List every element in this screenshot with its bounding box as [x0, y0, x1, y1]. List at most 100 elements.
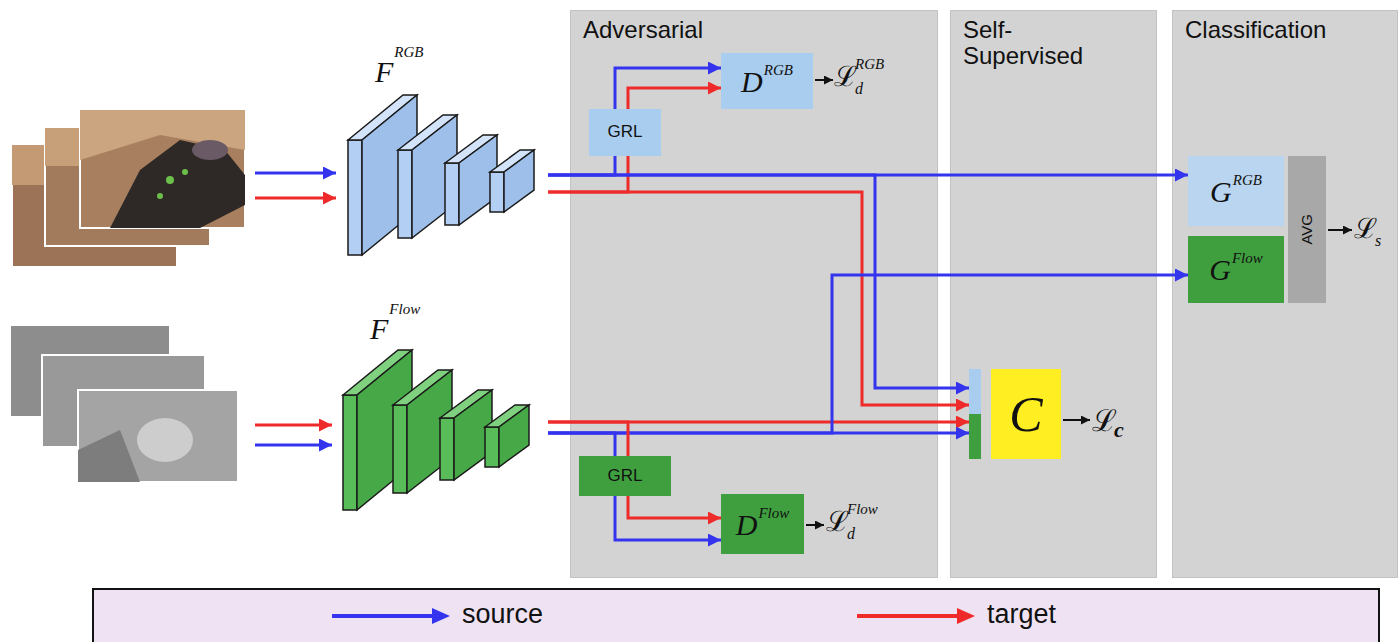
rgb-encoder: FRGB	[345, 55, 548, 260]
rgb-frame-detail	[166, 176, 174, 184]
legend-arrow-line	[857, 614, 961, 618]
rgb-frame-detail	[192, 140, 228, 160]
flow-encoder: FFlow	[340, 312, 548, 520]
cnn-block	[398, 150, 412, 238]
superscript-label: Flow	[1232, 250, 1263, 267]
target-connector	[628, 496, 721, 518]
superscript-label: Flow	[389, 301, 420, 318]
flow-frame	[78, 390, 238, 482]
loss-arrow	[1063, 419, 1090, 421]
legend-arrow-head	[432, 608, 450, 624]
label-holder: Flow	[847, 500, 878, 518]
flow-frame-detail	[137, 418, 193, 462]
loss-subscript: d	[847, 525, 855, 543]
label-holder: d	[847, 525, 855, 543]
label-holder: ℒ	[826, 507, 849, 538]
flow-frame-detail	[78, 430, 140, 482]
classifier-box: C	[969, 369, 1061, 459]
node-label: G	[1209, 253, 1231, 286]
legend-arrow-head	[957, 608, 975, 624]
cnn-block	[485, 427, 499, 467]
target-connector	[548, 192, 969, 405]
legend-arrow	[332, 606, 452, 626]
edge-layer	[548, 68, 1188, 540]
node-label: F	[375, 55, 393, 88]
source-connector	[615, 68, 721, 109]
cnn-block	[348, 140, 362, 255]
node-label: G	[1210, 175, 1232, 208]
label-holder: ℒ	[834, 62, 857, 93]
cnn-block	[393, 405, 407, 493]
legend-arrow	[857, 606, 977, 626]
panel-title: Adversarial	[583, 17, 703, 43]
grl-box: GRL	[579, 456, 671, 496]
node-label: AVG	[1299, 214, 1316, 245]
cnn-block	[357, 350, 412, 510]
node-label: GRL	[608, 123, 643, 142]
superscript-label: RGB	[764, 62, 793, 79]
rgb-frame-detail	[157, 193, 163, 199]
loss-symbol: ℒ	[826, 507, 849, 538]
cnn-block	[504, 150, 534, 212]
classification-panel: ClassificationGRGBGFlowAVG	[1172, 10, 1398, 578]
loss-superscript: Flow	[847, 501, 878, 518]
flow-encoder-blocks	[343, 350, 529, 510]
superscript-label: RGB	[394, 44, 423, 61]
node-label: D	[736, 508, 758, 541]
cnn-block	[490, 172, 504, 212]
node-label: F	[370, 312, 388, 345]
label-holder: RGB	[855, 55, 884, 73]
rgb-frame	[80, 110, 245, 228]
loss-subscript: s	[1375, 232, 1381, 250]
loss-symbol: ℒ	[1092, 404, 1117, 437]
node-label: D	[741, 65, 763, 98]
source-connector	[548, 433, 615, 456]
source-connector	[548, 156, 615, 175]
loss-arrow	[806, 524, 824, 526]
cnn-block	[343, 395, 357, 510]
loss-arrows	[806, 80, 1352, 525]
target-connector	[628, 88, 721, 109]
flow-classifier-box: GFlow	[1188, 236, 1284, 303]
grl-box: GRL	[589, 109, 661, 156]
loss-subscript: d	[855, 80, 863, 98]
source-connector	[615, 496, 721, 540]
legend-text: target	[987, 600, 1056, 630]
rgb-frame-detail	[110, 140, 245, 228]
cnn-block	[362, 95, 417, 255]
node-label: GRL	[608, 467, 643, 486]
label-holder: c	[1114, 418, 1124, 442]
label-holder: ℒ	[1092, 404, 1117, 437]
cnn-block	[440, 418, 454, 480]
label-holder: s	[1375, 232, 1381, 250]
source-input-arrow	[255, 444, 332, 447]
target-input-arrow	[255, 424, 332, 427]
input-arrows	[255, 173, 336, 445]
source-input-arrow	[255, 172, 336, 175]
loss-arrow	[815, 79, 833, 81]
loss-symbol: ℒ	[1354, 214, 1377, 245]
target-connector	[548, 422, 628, 456]
cnn-block	[499, 405, 529, 467]
legend-text: source	[462, 600, 543, 630]
label-holder: ℒ	[1354, 214, 1377, 245]
superscript-label: Flow	[758, 505, 789, 522]
superscript-label: RGB	[1233, 172, 1262, 189]
label-holder: d	[855, 80, 863, 98]
flow-frames	[10, 325, 238, 482]
node-label: C	[1009, 387, 1042, 442]
source-connector	[548, 175, 969, 388]
loss-symbol: ℒ	[834, 62, 857, 93]
rgb-frame-detail	[182, 169, 188, 175]
avg-box: AVG	[1288, 156, 1326, 303]
rgb-frame-detail	[80, 110, 245, 160]
rgb-classifier-box: GRGB	[1188, 156, 1284, 226]
panel-title: Self- Supervised	[963, 17, 1123, 70]
target-input-arrow	[255, 197, 336, 200]
rgb-encoder-blocks	[348, 95, 534, 255]
rgb-frames	[12, 110, 245, 267]
discriminator-box: DRGB	[721, 53, 813, 109]
cnn-block	[445, 163, 459, 225]
discriminator-box: DFlow	[721, 494, 804, 554]
panel-title: Classification	[1185, 17, 1326, 43]
